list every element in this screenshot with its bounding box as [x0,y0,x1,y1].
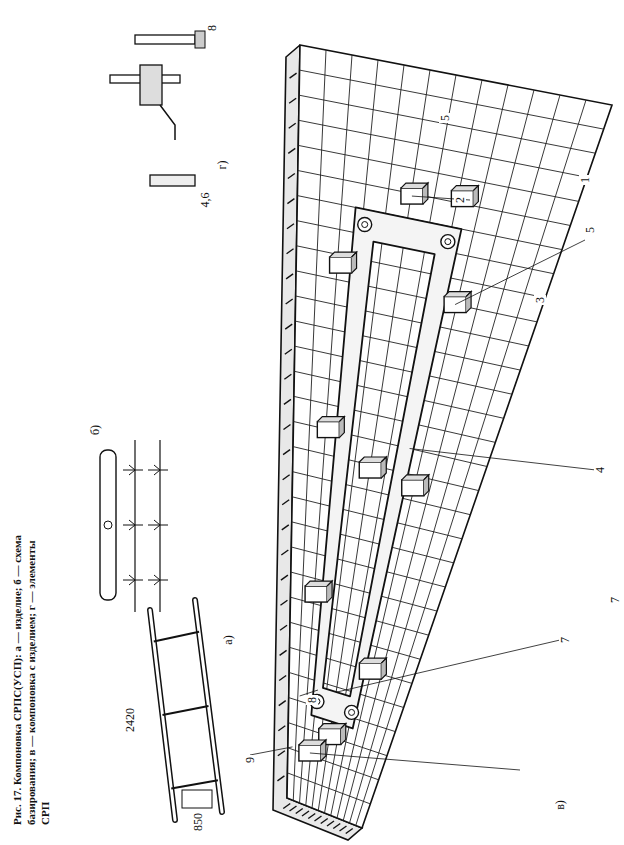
inset-letter: г) [216,159,228,172]
dimension: 2420 [124,706,136,734]
dimension: 850 [192,811,204,833]
inset-letter: б) [89,423,101,437]
base-plate [273,45,612,840]
callout-number: 4,6 [199,191,211,210]
callout-number: 5 [439,113,451,123]
product-inset [150,600,222,820]
leader-line [310,753,520,770]
callout-number: 8 [206,23,218,33]
inset-letter: в) [554,798,566,812]
leader-line [337,640,560,692]
callout-number: 7 [559,635,571,645]
callout-number: 2 [454,195,466,205]
inset-letter: а) [222,633,234,646]
leader-line [455,240,585,305]
figure-caption: Рис. 17. Компоновка СРПС(УСП): а — издел… [11,535,52,825]
callout-number: 1 [579,175,591,185]
fixture-blocks [299,183,478,761]
callout-number: 5 [584,225,596,235]
fixture-elements [110,31,205,186]
leader-line [410,449,596,471]
callout-number: 3 [534,295,546,305]
callout-number: 9 [244,755,256,765]
product-frame [310,207,462,728]
leader-line [250,747,292,755]
basing-scheme [100,440,168,612]
callout-number: 4 [594,465,606,475]
callout-number: 8 [306,695,318,705]
callout-number: 7 [609,595,621,605]
